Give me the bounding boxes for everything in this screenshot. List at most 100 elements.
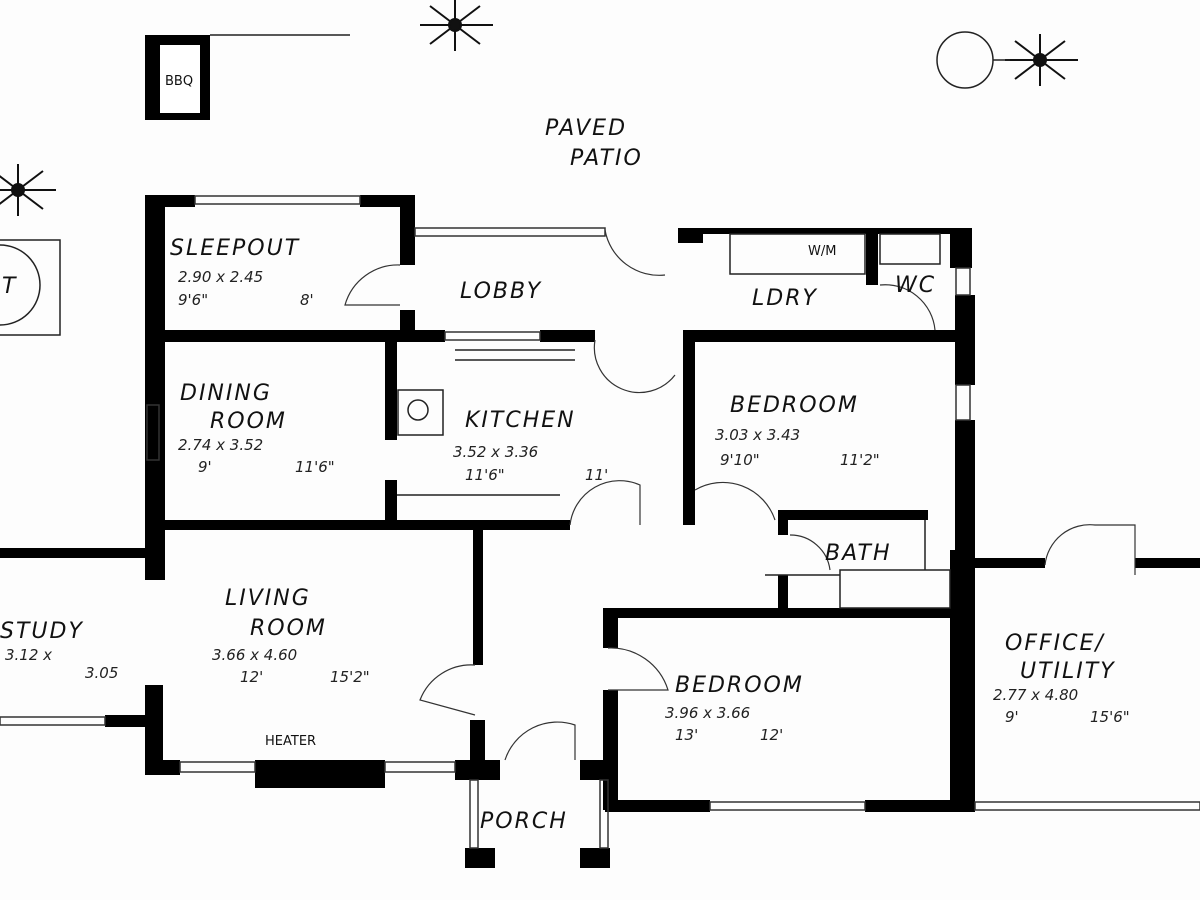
window [469,779,479,849]
office-imperial-h-label: 15'6" [1090,708,1130,726]
window [0,716,106,726]
kitchen-name-label: KITCHEN [465,408,576,433]
bedroom2-imperial-w-label: 13' [675,726,698,744]
sleepout-imperial-w-label: 9'6" [178,291,208,309]
dining-name2-label: ROOM [210,409,287,434]
wall [866,230,878,285]
patio-name2-label: PATIO [570,146,643,171]
sleepout-name-label: SLEEPOUT [170,236,300,261]
office-name2-label: UTILITY [1020,659,1116,684]
laundry-name-label: LDRY [752,286,818,311]
kitchen-imperial-h-label: 11' [585,466,608,484]
window [955,267,971,296]
window [179,761,256,773]
wall [778,510,788,535]
porch-name-label: PORCH [480,809,568,834]
office-name1-label: OFFICE/ [1005,631,1105,656]
lobby-name-label: LOBBY [460,279,542,304]
bedroom1-name-label: BEDROOM [730,393,859,418]
window [384,761,456,773]
sleepout-imperial-h-label: 8' [300,291,314,309]
pot-icon [936,31,1010,89]
wall [605,800,710,812]
living-name1-label: LIVING [225,586,311,611]
patio-name1-label: PAVED [545,116,627,141]
window [444,331,541,341]
plant-icons [0,0,1078,216]
bedroom2-imperial-h-label: 12' [760,726,783,744]
spa-name-label: T [2,274,17,299]
wall [145,195,195,207]
wall [975,558,1045,568]
living-imperial-w-label: 12' [240,668,263,686]
wall [540,330,595,342]
wall [385,480,397,525]
dining-imperial-h-label: 11'6" [295,458,335,476]
plant-icon [420,0,493,51]
doors [344,229,1136,761]
room-labels: T BBQ PAVED PATIO SLEEPOUT 2.90 x 2.45 9'6" 8' L… [0,74,1130,834]
windows [0,195,1200,849]
wall [955,420,975,550]
wall [603,690,618,810]
wall [603,608,618,648]
study-name-label: STUDY [0,619,84,644]
wall [605,608,955,618]
wall [465,848,495,868]
wall [580,760,605,780]
wall [155,330,445,342]
wall [255,760,385,788]
wall [385,340,397,440]
living-metric-label: 3.66 x 4.60 [212,646,297,664]
bbq-name-label: BBQ [165,74,193,89]
wall [950,550,975,805]
wm-name-label: W/M [808,244,836,259]
bedroom1-imperial-w-label: 9'10" [720,451,760,469]
window [709,801,866,811]
dining-name1-label: DINING [180,381,272,406]
spa-icon [0,239,61,336]
bbq-unit [145,34,350,120]
wall [473,525,483,665]
wall [778,575,788,610]
wall [145,195,165,580]
kitchen-imperial-w-label: 11'6" [465,466,505,484]
wall [105,715,150,727]
bedroom1-metric-label: 3.03 x 3.43 [715,426,800,444]
bedroom2-metric-label: 3.96 x 3.66 [665,704,750,722]
wall [145,685,163,775]
wall [680,228,970,234]
window [974,801,1200,811]
window [599,779,609,849]
plant-icon [1005,34,1078,86]
window [146,404,160,461]
wall [778,510,928,520]
window [194,195,361,205]
wall [683,330,695,525]
kitchen-metric-label: 3.52 x 3.36 [453,443,538,461]
wall [950,228,972,268]
sleepout-metric-label: 2.90 x 2.45 [178,268,263,286]
wc-name-label: WC [895,273,936,298]
wall [455,760,500,780]
office-metric-label: 2.77 x 4.80 [993,686,1078,704]
bedroom2-name-label: BEDROOM [675,673,804,698]
living-imperial-h-label: 15'2" [330,668,370,686]
wall [580,848,610,868]
study-metric2-label: 3.05 [85,664,118,682]
window [955,384,971,421]
window [414,227,606,237]
wall [955,295,975,385]
dining-imperial-w-label: 9' [198,458,212,476]
wall [155,520,570,530]
wall [865,800,975,812]
bath-name-label: BATH [825,541,892,566]
dining-metric-label: 2.74 x 3.52 [178,436,263,454]
fittings [397,233,951,609]
wall [0,548,150,558]
plant-icon [0,164,56,216]
bedroom1-imperial-h-label: 11'2" [840,451,880,469]
wall [683,330,955,342]
wall [1135,558,1200,568]
